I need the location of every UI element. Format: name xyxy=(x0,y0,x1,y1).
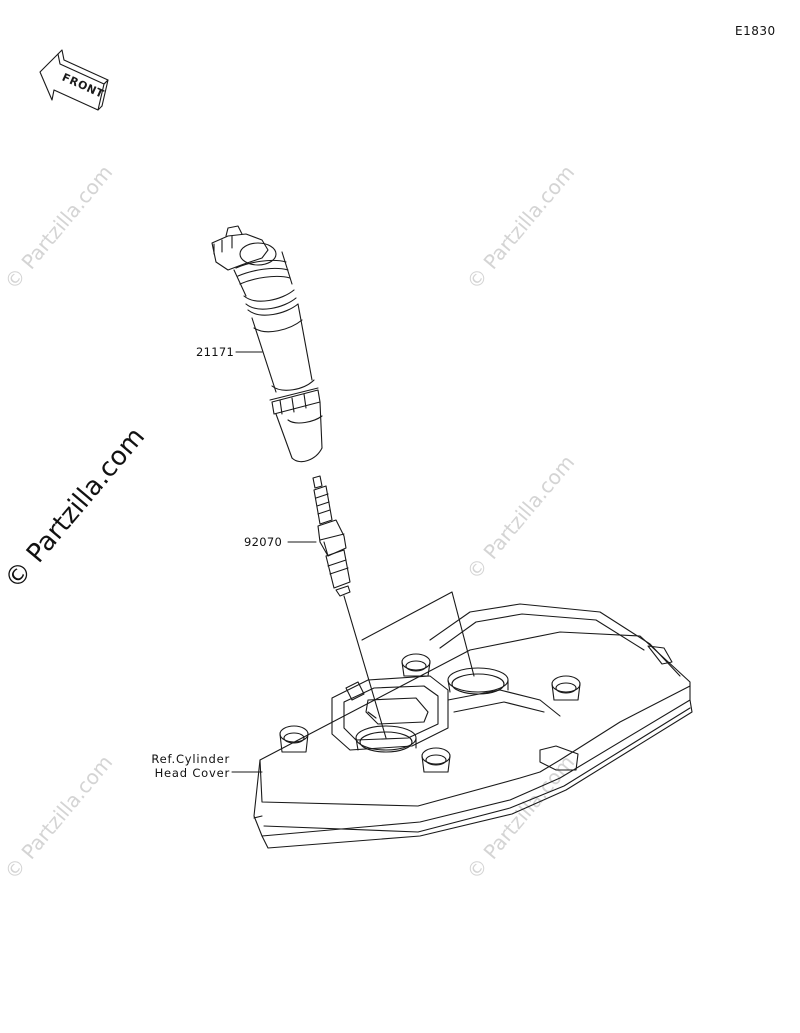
leader-line-plug-to-hole xyxy=(343,595,387,739)
diagram-code: E1830 xyxy=(735,24,776,38)
ignition-coil-drawing xyxy=(211,225,323,463)
front-arrow-icon xyxy=(39,49,109,111)
part-number-21171[interactable]: 21171 xyxy=(196,345,235,359)
reference-line-1: Ref.Cylinder xyxy=(151,752,230,766)
leader-line-pair xyxy=(361,591,475,677)
reference-line-2: Head Cover xyxy=(154,766,230,780)
reference-label: Ref.Cylinder Head Cover xyxy=(151,752,230,780)
spark-plug-drawing xyxy=(312,475,351,597)
cylinder-head-cover-drawing xyxy=(253,603,693,849)
part-number-92070[interactable]: 92070 xyxy=(244,535,283,549)
